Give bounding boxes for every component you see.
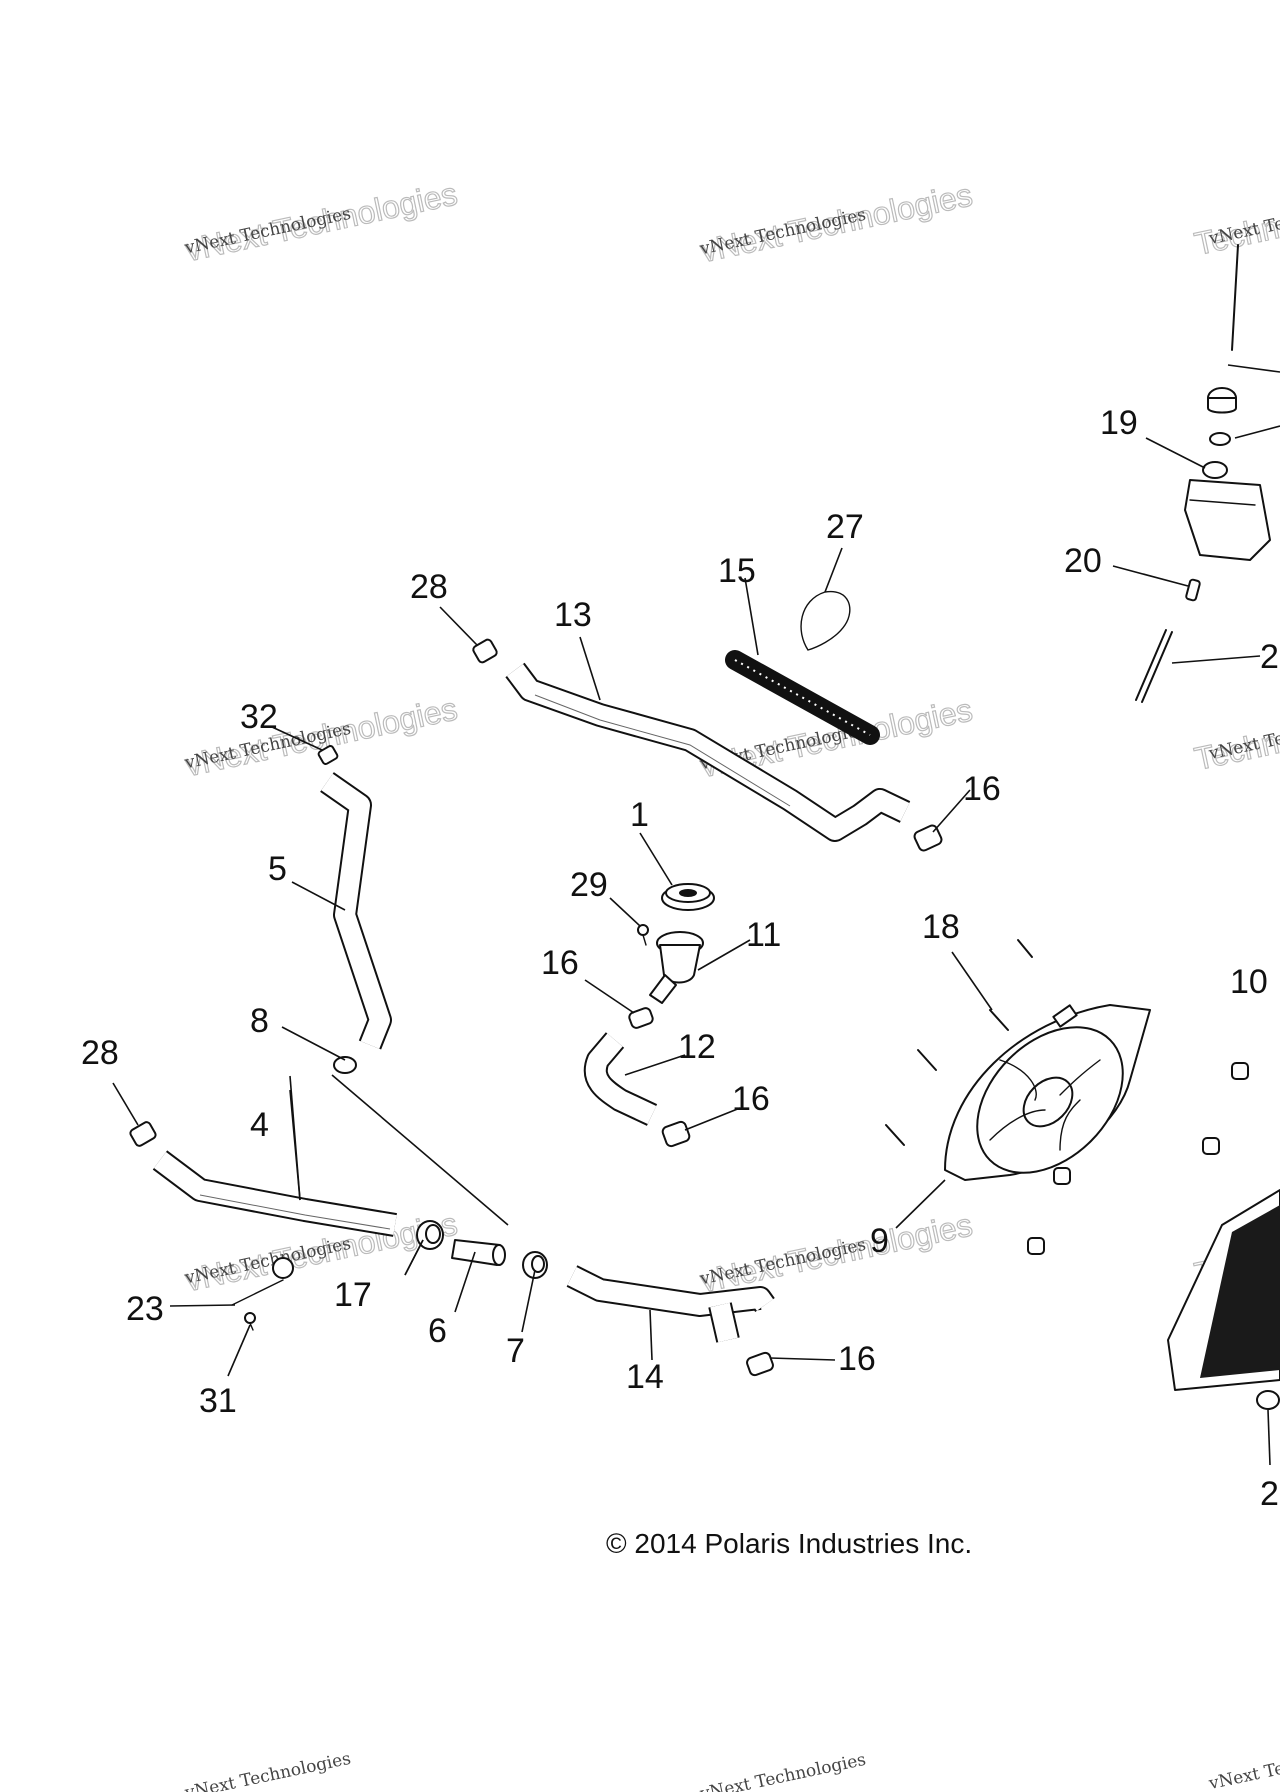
callout-27: 27 bbox=[826, 508, 864, 546]
callout-9: 9 bbox=[870, 1222, 889, 1260]
watermark-low-center: vNext Technologies vNext Technologies bbox=[697, 1206, 977, 1300]
callout-16c: 16 bbox=[732, 1080, 770, 1118]
part-13-hose[interactable] bbox=[505, 662, 911, 842]
part-19-reservoir[interactable] bbox=[1184, 461, 1271, 561]
callout-8: 8 bbox=[250, 1002, 269, 1040]
part-17-clamp[interactable] bbox=[416, 1220, 444, 1250]
part-18-screws[interactable] bbox=[885, 939, 1033, 1146]
watermark-bottom-right: vNext Technologies bbox=[1206, 1739, 1280, 1792]
watermark-bottom-left: vNext Technologies bbox=[182, 1749, 352, 1792]
watermark-top-center: vNext Technologies vNext Technologies bbox=[697, 176, 977, 270]
part-20-fitting[interactable] bbox=[1185, 578, 1201, 602]
part-32-fitting[interactable] bbox=[317, 745, 339, 765]
part-7-clamp[interactable] bbox=[522, 1251, 548, 1279]
part-16-clamp-mid[interactable] bbox=[628, 1007, 654, 1030]
part-8-clamp[interactable] bbox=[333, 1056, 357, 1074]
part-21-overflow-hose[interactable] bbox=[1135, 629, 1173, 703]
callout-22: 2 bbox=[1260, 1475, 1279, 1513]
leader-lines bbox=[112, 364, 1280, 1466]
part-6-tube[interactable] bbox=[451, 1239, 506, 1266]
callout-5: 5 bbox=[268, 850, 287, 888]
svg-text:vNext Technologies: vNext Technologies bbox=[697, 1750, 867, 1792]
radiator[interactable] bbox=[1167, 1189, 1280, 1410]
callout-11: 11 bbox=[746, 916, 781, 954]
part-11-filler-neck[interactable] bbox=[649, 931, 704, 1004]
callout-4: 4 bbox=[250, 1106, 269, 1144]
reservoir-cap[interactable] bbox=[1207, 387, 1237, 414]
part-27-tie-strap[interactable] bbox=[800, 590, 851, 651]
part-5-hose[interactable] bbox=[320, 772, 392, 1050]
callout-13: 13 bbox=[554, 596, 592, 634]
callouts: 1 4 5 6 7 8 9 10 11 12 13 14 15 16 16 16… bbox=[81, 404, 1279, 1513]
svg-text:vNext Technologies: vNext Technologies bbox=[182, 1749, 352, 1792]
part-16-clamp-lower[interactable] bbox=[746, 1351, 775, 1377]
callout-10: 10 bbox=[1230, 963, 1268, 1001]
callout-28a: 28 bbox=[410, 568, 448, 606]
part-16-clamp-upper[interactable] bbox=[913, 824, 943, 852]
callout-6: 6 bbox=[428, 1312, 447, 1350]
part-31-screw[interactable] bbox=[244, 1312, 256, 1331]
callout-7: 7 bbox=[506, 1332, 525, 1370]
callout-12: 12 bbox=[678, 1028, 716, 1066]
watermark-top-left: vNext Technologies vNext Technologies bbox=[181, 175, 461, 269]
part-14-hose[interactable] bbox=[566, 1265, 775, 1343]
copyright-notice: © 2014 Polaris Industries Inc. bbox=[606, 1528, 972, 1559]
part-10-grommets[interactable] bbox=[1027, 1062, 1249, 1255]
reservoir-dipstick[interactable] bbox=[1231, 244, 1239, 351]
part-29-screw[interactable] bbox=[637, 924, 649, 946]
part-4-hose[interactable] bbox=[152, 1150, 397, 1237]
callout-21: 2 bbox=[1260, 638, 1279, 676]
callout-20: 20 bbox=[1064, 542, 1102, 580]
callout-23: 23 bbox=[126, 1290, 164, 1328]
callout-17: 17 bbox=[334, 1276, 372, 1314]
callout-16b: 16 bbox=[541, 944, 579, 982]
part-12-elbow-hose[interactable] bbox=[583, 1032, 658, 1126]
part-9-fan[interactable] bbox=[944, 999, 1151, 1201]
callout-15: 15 bbox=[718, 552, 756, 590]
part-28-clamp-left[interactable] bbox=[129, 1121, 157, 1148]
part-28-clamp-upper[interactable] bbox=[472, 638, 498, 664]
part-23-bracket[interactable] bbox=[231, 1257, 294, 1306]
callout-16d: 16 bbox=[838, 1340, 876, 1378]
callout-19: 19 bbox=[1100, 404, 1138, 442]
part-1-cap[interactable] bbox=[661, 883, 715, 911]
callout-1: 1 bbox=[630, 796, 649, 834]
part-16-clamp-lower-mid[interactable] bbox=[661, 1120, 691, 1148]
watermark-mid-right: Technologies vNext Technologies bbox=[1191, 702, 1280, 777]
callout-31: 31 bbox=[199, 1382, 237, 1420]
watermark-mid-left: vNext Technologies vNext Technologies bbox=[181, 690, 461, 784]
reservoir-washer[interactable] bbox=[1209, 432, 1231, 446]
svg-text:vNext Technologies: vNext Technologies bbox=[1206, 1739, 1280, 1792]
callout-14: 14 bbox=[626, 1358, 664, 1396]
callout-29: 29 bbox=[570, 866, 608, 904]
callout-28b: 28 bbox=[81, 1034, 119, 1072]
callout-18: 18 bbox=[922, 908, 960, 946]
callout-16a: 16 bbox=[963, 770, 1001, 808]
watermark-bottom-center: vNext Technologies bbox=[697, 1750, 867, 1792]
part-15-spring[interactable] bbox=[725, 650, 880, 745]
callout-32: 32 bbox=[240, 698, 278, 736]
watermark-top-right: Technologies vNext Technologies bbox=[1191, 187, 1280, 262]
